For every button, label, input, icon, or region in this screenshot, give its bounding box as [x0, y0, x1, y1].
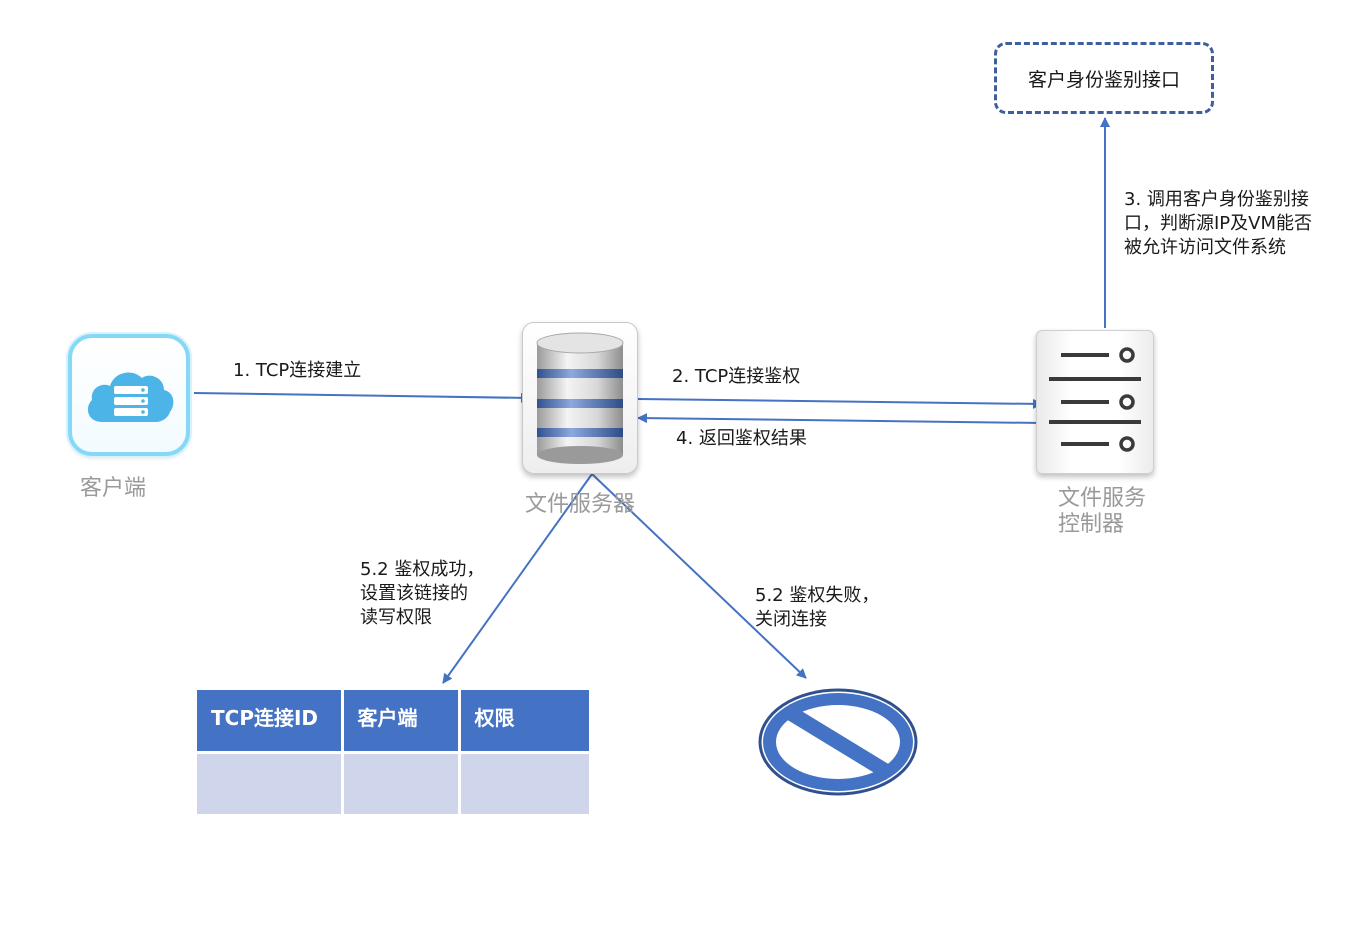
column-header-permission: 权限: [459, 690, 589, 754]
arrow-auth-result: [637, 413, 1043, 424]
step5-success-label: 5.2 鉴权成功， 设置该链接的 读写权限: [360, 559, 485, 628]
client-caption: 客户端: [80, 476, 147, 501]
column-header-client: 客户端: [342, 690, 461, 754]
table-cell: [459, 752, 589, 814]
step1-label: 1. TCP连接建立: [233, 360, 362, 381]
arrow-tcp-connect: [193, 392, 531, 403]
arrow-auth-success: [442, 473, 593, 684]
column-header-connection-id: TCP连接ID: [197, 690, 344, 754]
table-cell: [197, 752, 344, 814]
step2-label: 2. TCP连接鉴权: [672, 366, 801, 387]
table-header-row: TCP连接ID 客户端 权限: [197, 690, 589, 754]
table-cell: [342, 752, 461, 814]
cloud-server-icon: [68, 334, 190, 456]
file-server-caption: 文件服务器: [525, 492, 636, 517]
arrow-auth-fail: [591, 473, 807, 679]
controller-server-icon: [1036, 330, 1154, 474]
auth-interface-label: 客户身份鉴别接口: [1027, 68, 1180, 91]
arrow-tcp-auth: [637, 398, 1043, 409]
step5-fail-label: 5.2 鉴权失败， 关闭连接: [755, 585, 880, 630]
permission-table: TCP连接ID 客户端 权限: [197, 690, 589, 814]
table-row: [197, 752, 589, 814]
database-server-icon: [522, 322, 638, 474]
step4-label: 4. 返回鉴权结果: [676, 428, 807, 449]
forbidden-icon: [758, 688, 918, 796]
controller-caption: 文件服务 控制器: [1058, 486, 1147, 537]
auth-interface-box: 客户身份鉴别接口: [994, 42, 1214, 114]
step3-label: 3. 调用客户身份鉴别接 口，判断源IP及VM能否 被允许访问文件系统: [1124, 189, 1313, 258]
